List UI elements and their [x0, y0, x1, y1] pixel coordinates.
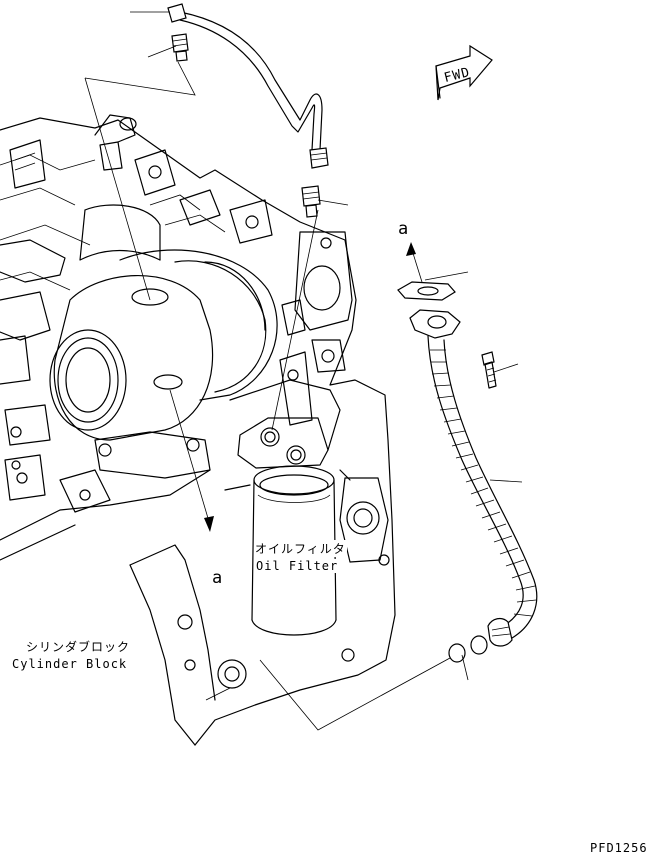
- cylinder-block-label-en: Cylinder Block: [12, 657, 128, 671]
- reference-a-top: a: [398, 219, 410, 239]
- cylinder-block: [0, 117, 396, 746]
- fitting-top-left: [171, 33, 189, 62]
- fitting-center: [301, 185, 321, 218]
- oil-filter-assembly: [224, 379, 351, 636]
- bolt: [481, 351, 497, 389]
- reference-arrowheads: [204, 242, 416, 532]
- oil-filter-label-en: Oil Filter: [255, 559, 340, 573]
- turbocharger: [49, 204, 278, 479]
- oil-filter-label-jp: オイルフィルタ: [254, 540, 347, 557]
- reference-a-bottom: a: [212, 568, 224, 588]
- leader-lines: [84, 11, 523, 731]
- gasket-pair: [448, 635, 488, 663]
- return-hose: [397, 281, 538, 647]
- outlet-flange: [279, 231, 353, 426]
- fwd-arrow: [435, 44, 493, 101]
- cylinder-block-label-jp: シリンダブロック: [26, 640, 131, 654]
- drawing-number: PFD1256: [590, 841, 648, 855]
- elbow-fitting: [94, 114, 137, 171]
- oil-supply-tube: [167, 3, 329, 169]
- lower-housing: [129, 477, 390, 746]
